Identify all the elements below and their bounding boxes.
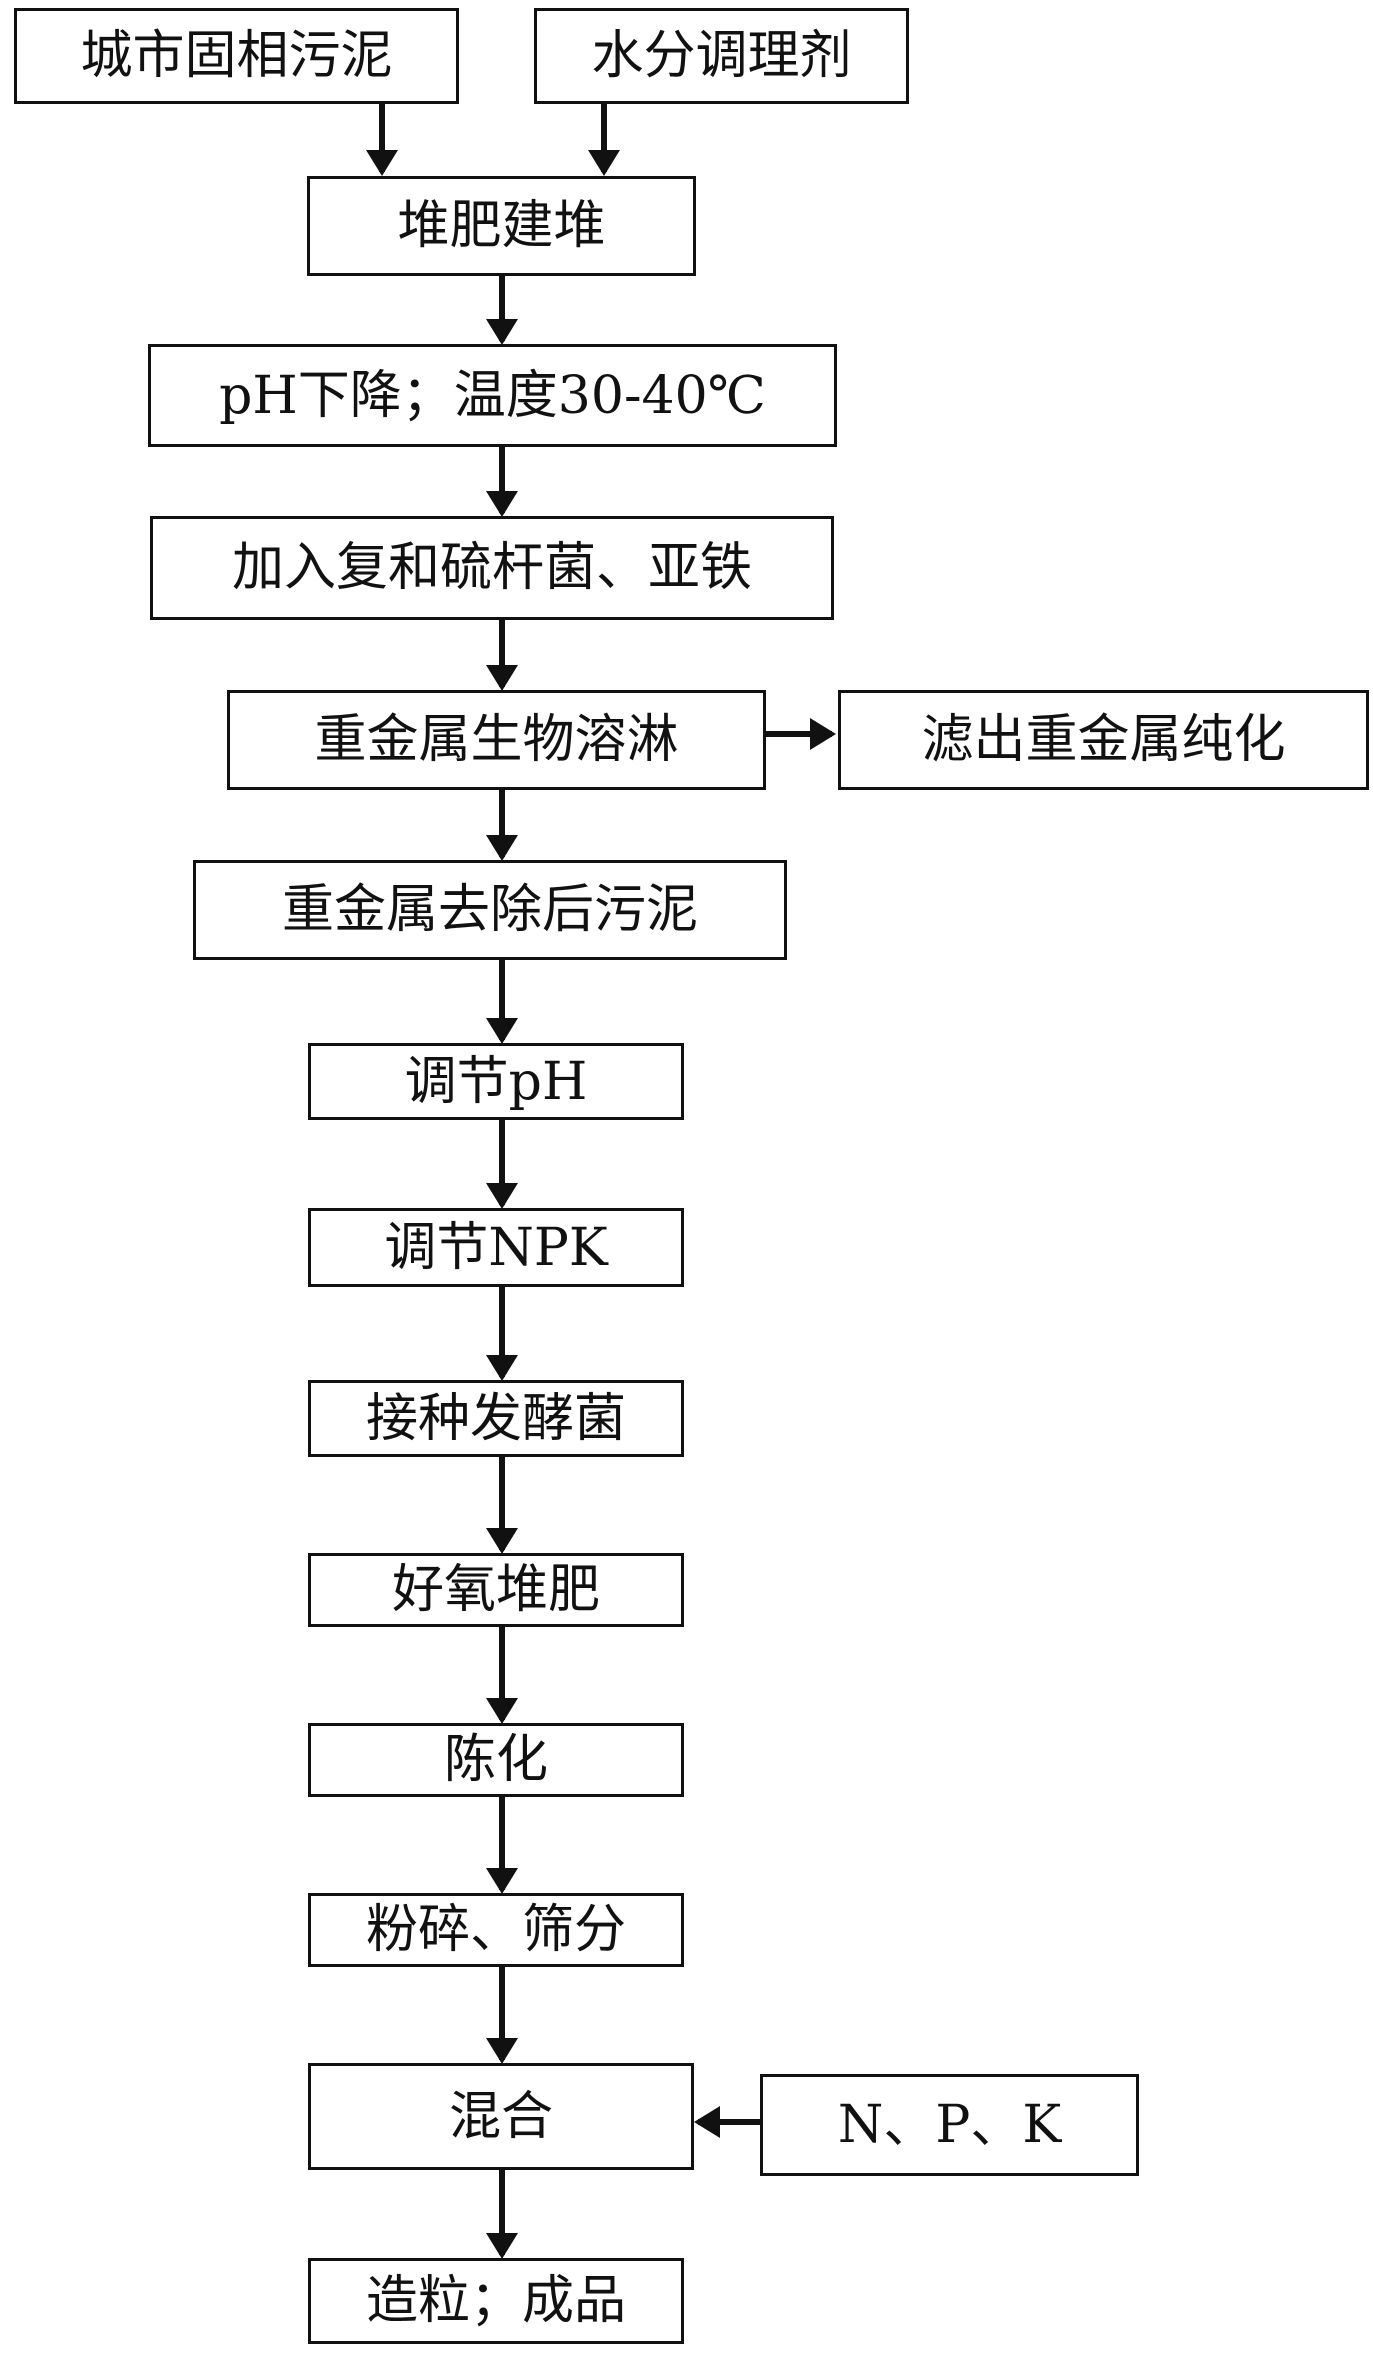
node-granulate: 造粒；成品 <box>308 2258 684 2344</box>
arrowhead <box>486 319 518 345</box>
node-label: 陈化 <box>443 1730 548 1790</box>
node-label: 滤出重金属纯化 <box>921 710 1286 770</box>
node-conditioner: 水分调理剂 <box>534 8 909 104</box>
node-after-removal: 重金属去除后污泥 <box>193 860 787 960</box>
arrowhead <box>694 2106 720 2138</box>
node-label: 水分调理剂 <box>591 26 852 86</box>
arrowhead <box>486 1355 518 1381</box>
arrowhead <box>486 2233 518 2259</box>
node-leaching: 重金属生物溶淋 <box>227 690 766 790</box>
node-label: 城市固相污泥 <box>80 26 393 86</box>
node-adjust-npk: 调节NPK <box>308 1208 684 1287</box>
node-inoculate: 接种发酵菌 <box>308 1380 684 1457</box>
node-label: 粉碎、筛分 <box>365 1900 626 1960</box>
arrowhead <box>810 718 836 750</box>
arrowhead <box>486 835 518 861</box>
node-npk-input: N、P、K <box>760 2074 1139 2176</box>
node-label: 加入复和硫杆菌、亚铁 <box>231 538 752 598</box>
node-label: 混合 <box>448 2086 553 2147</box>
arrowhead <box>486 1018 518 1044</box>
node-label: 重金属去除后污泥 <box>281 880 698 940</box>
node-filter: 滤出重金属纯化 <box>838 690 1369 790</box>
node-pile: 堆肥建堆 <box>307 176 696 276</box>
arrowhead <box>486 665 518 691</box>
node-sludge: 城市固相污泥 <box>14 8 459 104</box>
node-label: 调节NPK <box>384 1217 608 1278</box>
node-aerobic: 好氧堆肥 <box>308 1553 684 1627</box>
node-label: pH下降；温度30-40℃ <box>219 365 766 426</box>
arrowhead <box>588 150 620 176</box>
arrowhead <box>486 1698 518 1724</box>
node-mix: 混合 <box>308 2063 694 2170</box>
arrowhead <box>366 150 398 176</box>
node-aging: 陈化 <box>308 1723 684 1797</box>
node-label: N、P、K <box>837 2095 1062 2155</box>
node-crush: 粉碎、筛分 <box>308 1893 684 1967</box>
arrowhead <box>486 1528 518 1554</box>
node-adjust-ph: 调节pH <box>308 1043 684 1120</box>
node-add-bacteria: 加入复和硫杆菌、亚铁 <box>150 516 834 620</box>
arrowhead <box>486 2038 518 2064</box>
arrowhead <box>486 1868 518 1894</box>
node-label: 造粒；成品 <box>365 2271 626 2331</box>
node-label: 接种发酵菌 <box>365 1388 626 1449</box>
node-label: 堆肥建堆 <box>397 196 606 256</box>
arrowhead <box>486 1183 518 1209</box>
node-label: 好氧堆肥 <box>391 1560 600 1620</box>
arrowhead <box>486 491 518 517</box>
node-ph-drop: pH下降；温度30-40℃ <box>148 344 837 447</box>
node-label: 调节pH <box>404 1051 588 1112</box>
node-label: 重金属生物溶淋 <box>314 710 679 770</box>
